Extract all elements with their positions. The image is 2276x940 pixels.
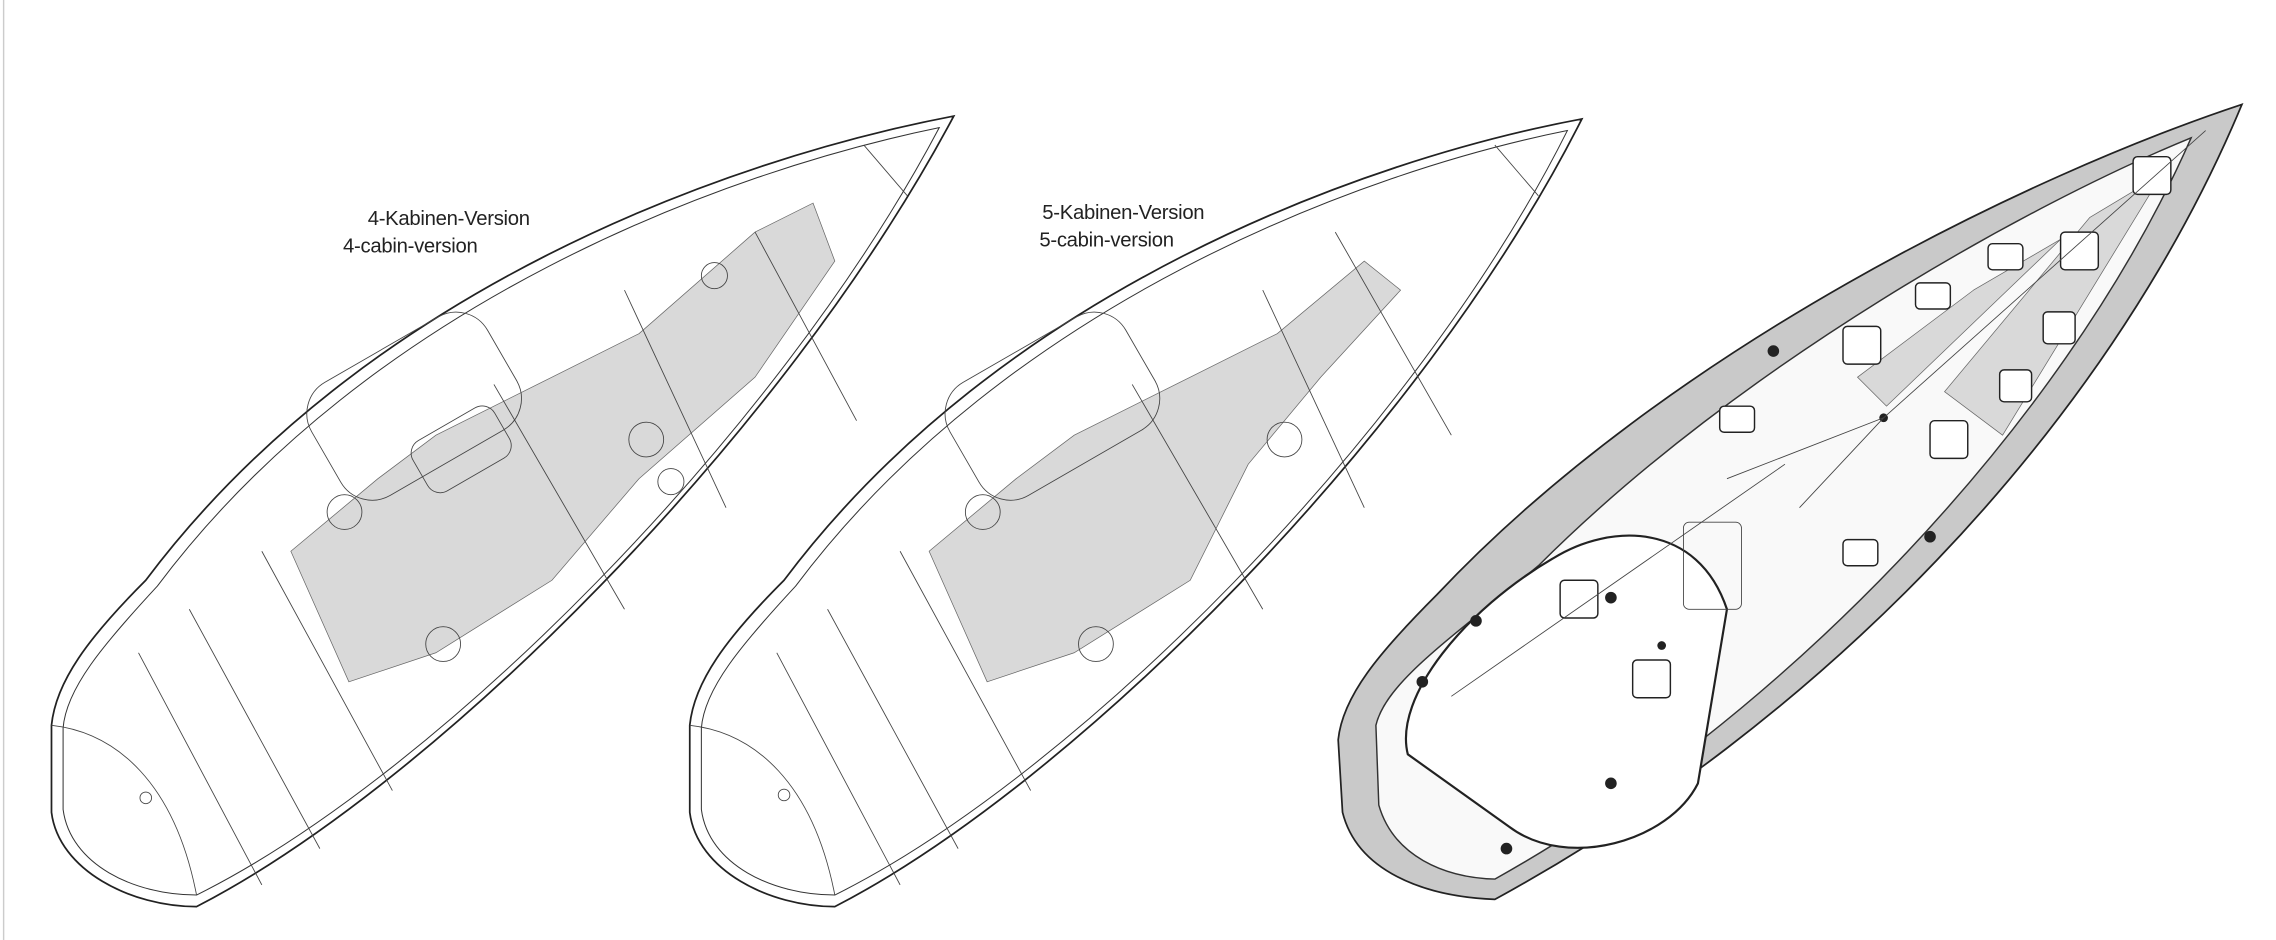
layout-5-cabin [688, 117, 1584, 908]
layout-title-de: 4-Kabinen-Version [368, 208, 530, 230]
layout-title-en: 5-cabin-version [1039, 230, 1173, 252]
deck-plan [1337, 103, 2244, 901]
layout-title-de: 5-Kabinen-Version [1042, 202, 1204, 224]
layout-title-en: 4-cabin-version [343, 235, 477, 257]
layout-4-cabin: 4-Kabinen-Version 4-cabin-version [50, 114, 956, 908]
